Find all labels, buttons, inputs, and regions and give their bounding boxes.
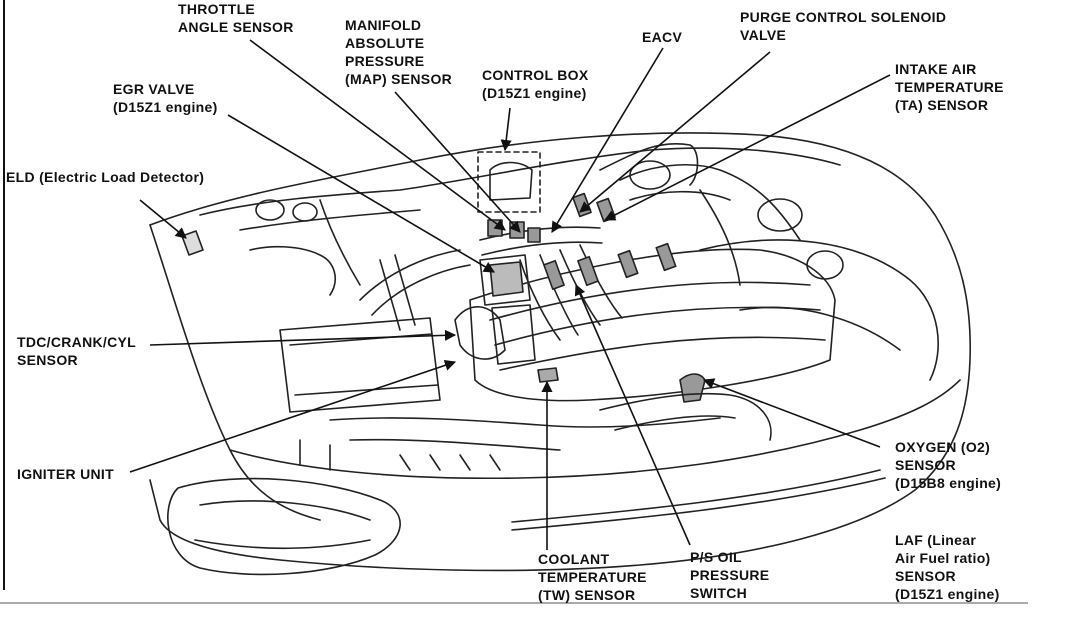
label-egr-valve: EGR VALVE (D15Z1 engine)	[113, 80, 218, 116]
eld-box	[181, 230, 204, 256]
label-line: PURGE CONTROL SOLENOID	[740, 9, 947, 25]
label-oxygen-sensor: OXYGEN (O2) SENSOR (D15B8 engine)	[895, 438, 1001, 492]
label-line: IGNITER UNIT	[17, 466, 114, 482]
label-line: TDC/CRANK/CYL	[17, 334, 137, 350]
label-line: PRESSURE	[690, 567, 770, 583]
label-line: MANIFOLD	[345, 17, 422, 33]
label-line: LAF (Linear	[895, 532, 977, 548]
label-purge-control-solenoid: PURGE CONTROL SOLENOID VALVE	[740, 8, 946, 44]
label-coolant-temp-sensor: COOLANT TEMPERATURE (TW) SENSOR	[538, 550, 647, 604]
label-line: (TA) SENSOR	[895, 97, 989, 113]
label-eacv: EACV	[642, 28, 682, 46]
label-line: OXYGEN (O2)	[895, 439, 991, 455]
label-line: VALVE	[740, 27, 787, 43]
label-line: THROTTLE	[178, 1, 256, 17]
label-line: Air Fuel ratio)	[895, 550, 991, 566]
label-line: SENSOR	[895, 457, 956, 473]
headlight-left	[167, 477, 401, 576]
label-line: CONTROL BOX	[482, 67, 589, 83]
label-line: (D15Z1 engine)	[895, 586, 1000, 602]
label-line: P/S OIL	[690, 549, 742, 565]
label-line: (D15B8 engine)	[895, 475, 1002, 491]
hood-outline	[149, 132, 972, 572]
label-line: PRESSURE	[345, 53, 425, 69]
label-laf-sensor: LAF (Linear Air Fuel ratio) SENSOR (D15Z…	[895, 531, 1000, 603]
label-line: TEMPERATURE	[538, 569, 647, 585]
label-line: EGR VALVE	[113, 81, 195, 97]
label-line: SWITCH	[690, 585, 748, 601]
label-line: (MAP) SENSOR	[345, 71, 453, 87]
label-control-box: CONTROL BOX (D15Z1 engine)	[482, 66, 589, 102]
cylinder-head	[469, 248, 836, 402]
label-line: TEMPERATURE	[895, 79, 1004, 95]
label-line: (TW) SENSOR	[538, 587, 636, 603]
label-tdc-crank-cyl-sensor: TDC/CRANK/CYL SENSOR	[17, 333, 136, 369]
label-igniter-unit: IGNITER UNIT	[17, 465, 114, 483]
label-eld: ELD (Electric Load Detector)	[6, 168, 204, 186]
control-box-outline	[477, 151, 541, 213]
label-line: COOLANT	[538, 551, 610, 567]
label-line: INTAKE AIR	[895, 61, 977, 77]
label-intake-air-temp-sensor: INTAKE AIR TEMPERATURE (TA) SENSOR	[895, 60, 1004, 114]
label-line: EACV	[642, 29, 683, 45]
label-throttle-angle-sensor: THROTTLE ANGLE SENSOR	[178, 0, 294, 36]
label-line: ABSOLUTE	[345, 35, 425, 51]
label-line: ELD (Electric Load Detector)	[6, 169, 205, 185]
label-line: SENSOR	[17, 352, 78, 368]
air-cleaner	[279, 317, 441, 413]
label-ps-oil-pressure-switch: P/S OIL PRESSURE SWITCH	[690, 548, 769, 602]
label-map-sensor: MANIFOLD ABSOLUTE PRESSURE (MAP) SENSOR	[345, 16, 452, 88]
label-line: SENSOR	[895, 568, 956, 584]
label-line: (D15Z1 engine)	[113, 99, 218, 115]
label-line: (D15Z1 engine)	[482, 85, 587, 101]
label-line: ANGLE SENSOR	[178, 19, 294, 35]
